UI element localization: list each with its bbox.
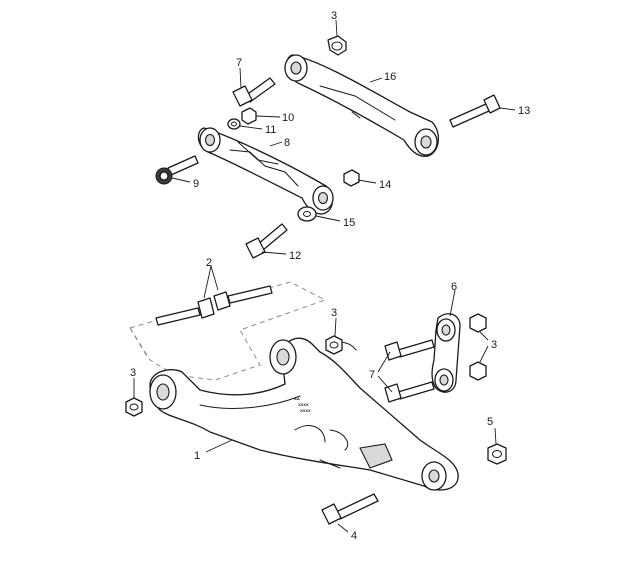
washer-11 xyxy=(227,118,241,130)
arm-marking-line2: XXXX xyxy=(298,402,309,407)
callout-16: 16 xyxy=(384,71,396,83)
bolt-7-a xyxy=(384,339,435,361)
bolt-7-b xyxy=(384,381,435,403)
bolt-4 xyxy=(321,493,379,525)
callout-8: 8 xyxy=(284,137,290,149)
callout-3-mid: 3 xyxy=(331,307,337,319)
callout-labels: 3 7 16 13 10 11 8 9 14 15 12 2 3 6 3 7 3… xyxy=(130,10,530,542)
dashed-outline xyxy=(129,281,327,381)
callout-3-left: 3 xyxy=(130,367,136,379)
arm-marking: AA XXXX XXXX xyxy=(294,396,311,413)
callout-6: 6 xyxy=(451,281,457,293)
nut-3-mid xyxy=(325,335,343,355)
callout-1: 1 xyxy=(194,450,200,462)
bolt-13 xyxy=(449,94,501,128)
callout-4: 4 xyxy=(351,530,357,542)
leader-lines xyxy=(133,19,516,533)
toe-link-6 xyxy=(431,313,461,393)
callout-12: 12 xyxy=(289,250,301,262)
callout-7-top: 7 xyxy=(236,57,242,69)
bolt-12 xyxy=(245,223,288,259)
callout-13: 13 xyxy=(518,105,530,117)
bolt-9 xyxy=(155,155,199,185)
callout-11: 11 xyxy=(265,124,276,136)
nut-3-top xyxy=(327,35,347,56)
callout-5: 5 xyxy=(487,416,493,428)
nut-14 xyxy=(343,169,360,187)
bolt-2-a xyxy=(155,297,215,326)
washer-15 xyxy=(297,206,317,222)
lower-arm-1 xyxy=(149,337,459,491)
nut-3-right-a xyxy=(469,313,487,333)
arm-marking-line1: AA xyxy=(294,396,300,401)
callout-15: 15 xyxy=(343,217,355,229)
bolt-2-b xyxy=(213,285,273,311)
nut-5 xyxy=(487,443,507,465)
nut-10 xyxy=(241,107,257,125)
callout-3-right: 3 xyxy=(491,339,497,351)
callout-9: 9 xyxy=(193,178,199,190)
callout-2: 2 xyxy=(206,257,212,269)
callout-10: 10 xyxy=(282,112,294,124)
callout-14: 14 xyxy=(379,179,391,191)
upper-link-16 xyxy=(284,54,439,157)
callout-7-low: 7 xyxy=(369,369,375,381)
lower-link-8 xyxy=(197,127,334,215)
nut-3-left xyxy=(125,397,143,417)
callout-3-top: 3 xyxy=(331,10,337,22)
arm-marking-line3: XXXX xyxy=(300,408,311,413)
bolt-7-top xyxy=(232,77,276,107)
nut-3-right-b xyxy=(469,361,487,381)
